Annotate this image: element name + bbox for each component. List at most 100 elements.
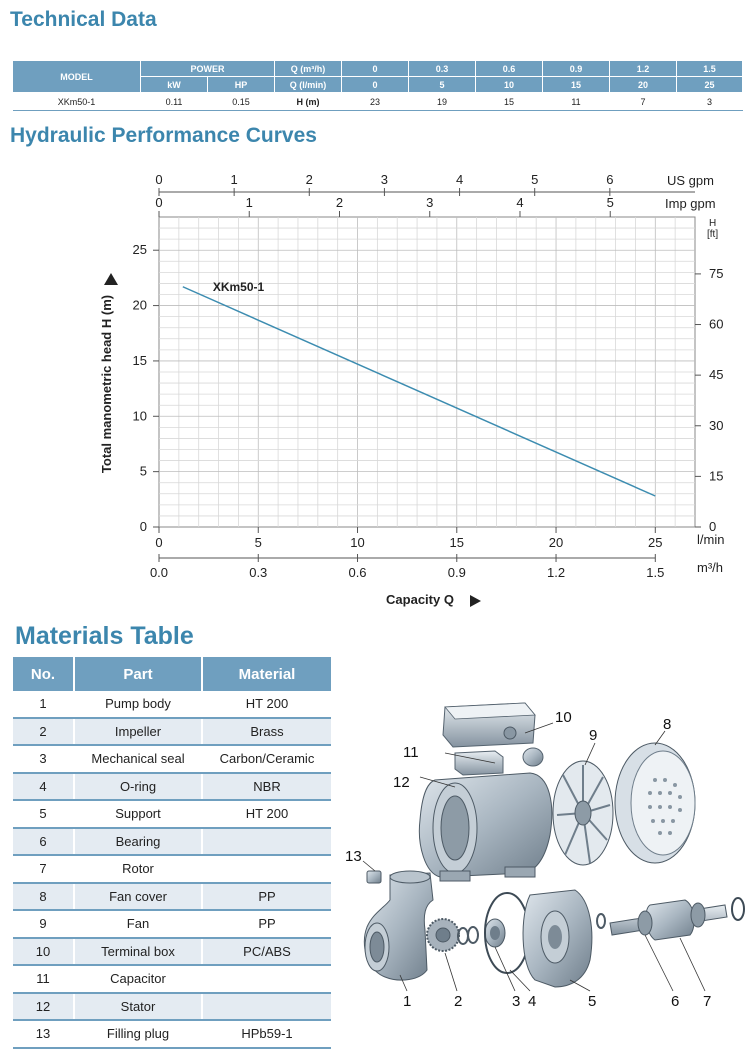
part-number-label: 4 [528,993,536,1010]
y2-tick-label: 30 [709,418,723,433]
x-unit-lmin: l/min [697,532,724,547]
q-lmin-label: Q (l/min) [274,76,343,93]
mat-no-cell: 5 [13,800,75,829]
terminal-box-part [442,702,536,748]
y-tick-label: 5 [140,464,147,479]
hp-header: HP [206,76,276,93]
mat-material-cell [202,827,331,856]
y-tick-label: 10 [133,408,147,423]
series-label: XKm50-1 [213,280,265,294]
x-tick-label: 25 [648,535,662,550]
mat-material-cell: NBR [202,772,331,801]
model-cell: XKm50-1 [12,92,141,111]
mat-material-cell: PP [202,910,331,939]
impgpm-tick-label: 0 [155,195,162,210]
cable-gland-part [522,747,544,767]
technical-data-title: Technical Data [10,8,157,31]
impgpm-tick-label: 1 [246,195,253,210]
series-line [182,286,656,497]
leader-lines [362,722,706,992]
y-tick-label: 25 [133,242,147,257]
usgpm-axis-label: US gpm [667,173,714,188]
hp-cell: 0.15 [207,92,275,111]
capacitor-part [454,750,504,776]
x-tick-label: 0 [155,535,162,550]
part-number-label: 7 [703,993,711,1010]
part-number-label: 2 [454,993,462,1010]
y2-tick-label: 0 [709,519,716,534]
part-number-label: 10 [555,709,572,726]
x2-tick-label: 0.6 [348,565,366,580]
seal-rings-part [457,926,479,945]
mat-material-cell: PC/ABS [202,937,331,966]
q-lmin-cell: 0 [341,76,410,93]
h-cell: 3 [676,92,743,111]
q-m3h-label: Q (m³/h) [274,60,343,77]
x-axis-title: Capacity Q [386,592,454,607]
q-lmin-cell: 20 [609,76,678,93]
h-label: H (m) [274,92,342,111]
mat-part-cell: Pump body [74,691,203,719]
y2-tick-label: 75 [709,266,723,281]
q-lmin-cell: 5 [408,76,477,93]
chart-series [182,286,656,497]
mat-no-cell: 11 [13,965,75,994]
x-axis-arrow-icon [470,595,481,607]
x-tick-label: 15 [450,535,464,550]
usgpm-tick-label: 1 [231,172,238,187]
mat-part-cell: Fan [74,910,203,939]
mat-part-cell: O-ring [74,772,203,801]
mat-material-cell: Carbon/Ceramic [202,745,331,774]
mat-part-cell: Bearing [74,827,203,856]
q-m3h-cell: 0 [341,60,410,77]
x2-tick-label: 0.0 [150,565,168,580]
x2-tick-label: 0.9 [448,565,466,580]
y2-tick-label: 60 [709,317,723,332]
y-axis-arrow-icon [104,273,118,285]
impeller-part [426,918,460,952]
q-m3h-cell: 1.5 [676,60,744,77]
kw-cell: 0.11 [140,92,208,111]
impgpm-tick-label: 3 [426,195,433,210]
part-number-label: 13 [345,848,362,865]
washer-part [596,913,606,929]
mat-part-cell: Impeller [74,717,203,746]
support-part [522,889,593,988]
filling-plug-part [366,870,382,884]
y2-unit-top: H [709,218,716,229]
usgpm-tick-label: 3 [381,172,388,187]
h-cell: 23 [341,92,409,111]
y2-tick-label: 15 [709,468,723,483]
stator-part [418,772,553,882]
mat-no-cell: 3 [13,745,75,774]
part-number-label: 8 [663,716,671,733]
fan-part [552,760,614,866]
mat-part-cell: Support [74,800,203,829]
x2-tick-label: 1.2 [547,565,565,580]
mat-material-cell: HT 200 [202,800,331,829]
chart-axes [153,188,701,562]
h-cell: 11 [542,92,610,111]
mat-no-cell: 8 [13,882,75,911]
power-header: POWER [139,60,276,77]
mat-no-cell: 1 [13,691,75,719]
mat-no-cell: 13 [13,1020,75,1049]
q-lmin-cell: 10 [475,76,544,93]
y2-tick-label: 45 [709,367,723,382]
x-unit-m3h: m³/h [697,560,723,575]
q-lmin-cell: 15 [542,76,611,93]
y-axis-title: Total manometric head H (m) [99,295,114,473]
q-lmin-cell: 25 [676,76,744,93]
x-tick-label: 5 [255,535,262,550]
header-material: Material [202,657,331,691]
